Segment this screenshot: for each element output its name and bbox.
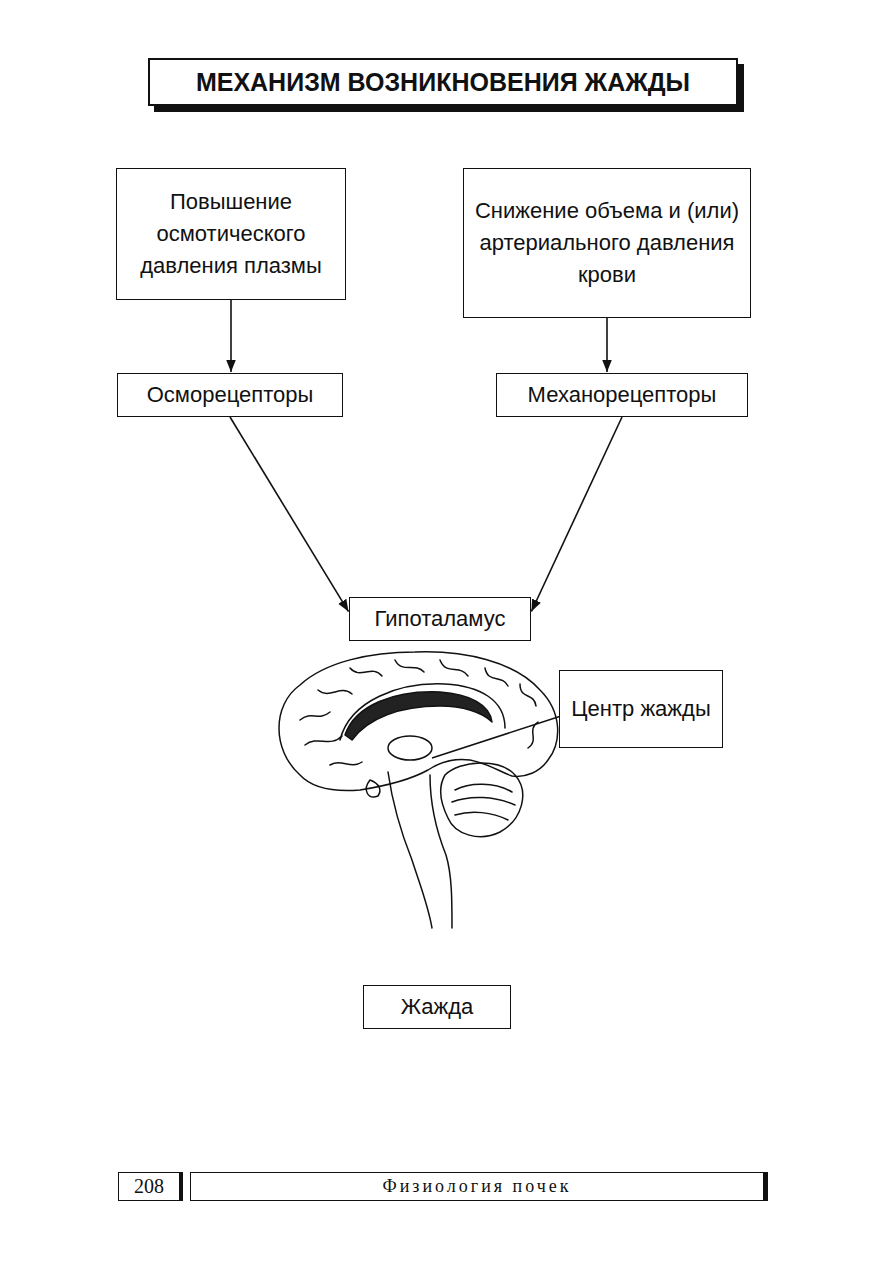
corpus-callosum: [345, 692, 492, 740]
node-text: Центр жажды: [571, 693, 710, 725]
ventricle: [340, 684, 505, 740]
process-box: Гипоталамус: [349, 597, 531, 641]
node-text: Осморецепторы: [147, 379, 314, 411]
cerebellum-folia: [452, 784, 515, 820]
cerebrum-outline: [279, 652, 558, 791]
pituitary: [366, 780, 380, 797]
process-box: Повышение осмотического давления плазмы: [116, 168, 346, 300]
arrow-connector: [230, 417, 348, 612]
node-text: Повышение осмотического давления плазмы: [127, 186, 335, 282]
leader-line: [432, 716, 561, 758]
arrow-connector: [606, 318, 608, 372]
arrow-connector: [531, 417, 622, 611]
node-text: Механорецепторы: [528, 379, 717, 411]
node-text: Снижение объема и (или) артериального да…: [474, 195, 740, 291]
running-footer-box: Физиология почек: [190, 1172, 764, 1201]
running-footer: Физиология почек: [382, 1176, 571, 1197]
callout-box: Центр жажды: [559, 670, 723, 748]
arrow-connector: [230, 300, 232, 372]
cerebellum: [441, 763, 523, 837]
process-box: Жажда: [363, 985, 511, 1029]
process-box: Механорецепторы: [496, 373, 748, 417]
title-box: МЕХАНИЗМ ВОЗНИКНОВЕНИЯ ЖАЖДЫ: [148, 58, 738, 106]
gyri: [300, 660, 538, 765]
node-text: Гипоталамус: [375, 603, 506, 635]
page-number-box: 208: [118, 1172, 180, 1201]
process-box: Осморецепторы: [117, 373, 343, 417]
title-text: МЕХАНИЗМ ВОЗНИКНОВЕНИЯ ЖАЖДЫ: [196, 68, 690, 97]
thalamus: [388, 736, 432, 760]
node-text: Жажда: [401, 991, 474, 1023]
process-box: Снижение объема и (или) артериального да…: [463, 168, 751, 318]
page-number: 208: [134, 1175, 164, 1198]
brainstem: [388, 772, 452, 928]
